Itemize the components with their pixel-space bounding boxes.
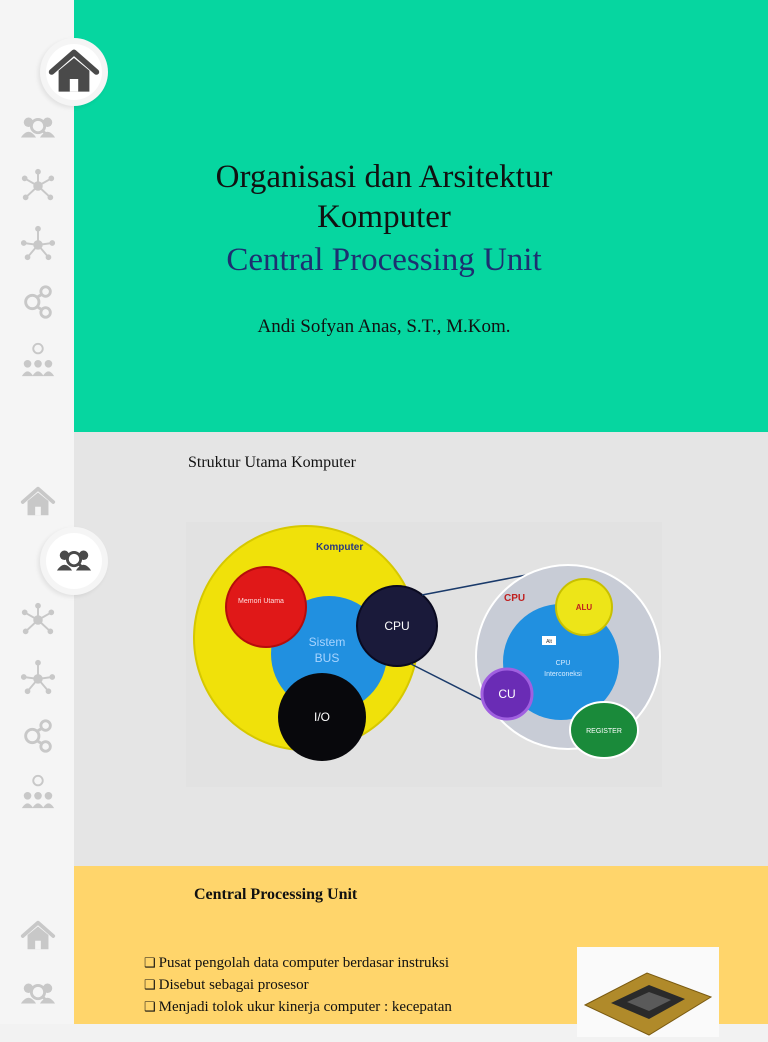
title-line-1: Organisasi dan Arsitektur: [215, 159, 553, 195]
slide-cpu: Central Processing Unit Pusat pengolah d…: [74, 866, 768, 1037]
home-icon: [20, 920, 56, 950]
nav-idea-people[interactable]: [18, 340, 58, 380]
nav-hub[interactable]: [18, 657, 58, 697]
subtitle: Central Processing Unit: [226, 242, 542, 278]
people-search-icon: [56, 550, 92, 571]
cpu-structure-diagram: Komputer Sistem BUS Memori Utama CPU I/O…: [186, 522, 662, 787]
bullet-item: Disebut sebagai prosesor: [144, 974, 452, 996]
home-icon: [48, 49, 100, 92]
nav-home[interactable]: [18, 482, 58, 522]
memory-label: Memori Utama: [238, 598, 284, 605]
slide-structure: Struktur Utama Komputer Komputer Sistem …: [74, 432, 768, 866]
bullet-text: Pusat pengolah data computer berdasar in…: [158, 955, 449, 971]
cpu-circle: [356, 585, 438, 667]
nav-idea-people[interactable]: [18, 772, 58, 812]
nav-molecule[interactable]: [18, 282, 58, 322]
memory-circle: [225, 566, 307, 648]
register-circle: [569, 701, 639, 759]
interconnect-label-1: CPU: [556, 660, 571, 667]
bullet-text: Disebut sebagai prosesor: [158, 977, 309, 993]
io-label: I/O: [314, 710, 330, 724]
nav-people-search-active[interactable]: [40, 527, 108, 595]
bus-label-2: BUS: [315, 651, 340, 665]
bullet-item: Menjadi tolok ukur kinerja computer : ke…: [144, 996, 452, 1018]
idea-people-icon: [21, 342, 55, 377]
cu-label: CU: [498, 687, 515, 701]
nav-hub[interactable]: [18, 223, 58, 263]
zoom-title: CPU: [504, 593, 525, 604]
nav-home[interactable]: [18, 916, 58, 956]
idea-people-icon: [21, 774, 55, 809]
nav-home-active[interactable]: [40, 38, 108, 106]
nav-network[interactable]: [18, 600, 58, 640]
slide2-title: Struktur Utama Komputer: [188, 454, 356, 471]
slide-title: Organisasi dan Arsitektur Komputer Centr…: [74, 0, 768, 432]
bullet-item: Pusat pengolah data computer berdasar in…: [144, 952, 452, 974]
nav-network[interactable]: [18, 166, 58, 206]
bus-label-1: Sistem: [309, 635, 346, 649]
cpu-label: CPU: [384, 619, 409, 633]
outer-label: Komputer: [316, 542, 363, 553]
molecule-icon: [24, 285, 52, 319]
cu-circle: [480, 667, 534, 721]
small-tag-box: [542, 636, 556, 645]
title-line-2: Komputer: [317, 199, 451, 235]
molecule-icon: [24, 719, 52, 753]
home-icon: [20, 486, 56, 516]
alu-circle: [555, 578, 613, 636]
network-icon: [21, 602, 55, 635]
bullet-text: Menjadi tolok ukur kinerja computer : ke…: [158, 999, 452, 1015]
interconnect-label-2: Interconeksi: [544, 671, 582, 678]
io-circle: [278, 673, 366, 761]
slide3-title: Central Processing Unit: [194, 886, 358, 903]
small-tag: Alt: [546, 639, 552, 645]
alu-label: ALU: [576, 603, 593, 612]
people-search-icon: [20, 983, 56, 1004]
nav-people-search[interactable]: [18, 108, 58, 148]
author: Andi Sofyan Anas, S.T., M.Kom.: [257, 316, 511, 337]
hub-icon: [20, 225, 56, 261]
cpu-chip-icon: [583, 972, 713, 1036]
network-icon: [21, 168, 55, 201]
nav-molecule[interactable]: [18, 716, 58, 756]
bullet-list: Pusat pengolah data computer berdasar in…: [144, 952, 452, 1018]
people-search-icon: [20, 117, 56, 138]
register-label: REGISTER: [586, 728, 622, 735]
hub-icon: [20, 659, 56, 695]
cpu-chip-image: [577, 947, 719, 1037]
nav-people-search[interactable]: [18, 974, 58, 1014]
